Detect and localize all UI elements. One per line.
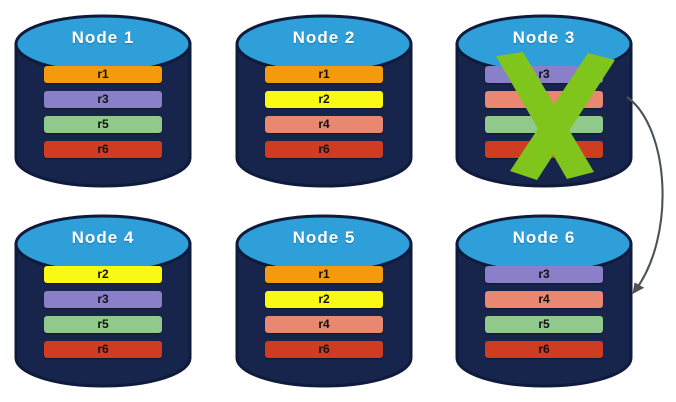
replica-row[interactable]: r1 — [265, 66, 383, 83]
replica-row[interactable]: r3 — [44, 91, 162, 108]
replica-list-5: r1 r2 r4 r6 — [265, 266, 383, 366]
replica-list-2: r1 r2 r4 r6 — [265, 66, 383, 166]
replica-row[interactable]: r3 — [44, 291, 162, 308]
replica-row[interactable]: r6 — [485, 141, 603, 158]
replica-row[interactable]: r2 — [265, 91, 383, 108]
replica-row[interactable]: r1 — [265, 266, 383, 283]
replica-row[interactable]: r1 — [44, 66, 162, 83]
node-cylinder-2[interactable]: Node 2 r1 r2 r4 r6 — [233, 8, 415, 194]
replica-row[interactable]: r6 — [265, 341, 383, 358]
replica-row[interactable]: r2 — [265, 291, 383, 308]
replica-list-6: r3 r4 r5 r6 — [485, 266, 603, 366]
replica-row[interactable]: r2 — [44, 266, 162, 283]
replica-row[interactable]: r6 — [44, 141, 162, 158]
replica-row[interactable]: r5 — [44, 116, 162, 133]
node-cylinder-4[interactable]: Node 4 r2 r3 r5 r6 — [12, 208, 194, 394]
replica-row[interactable]: r5 — [485, 116, 603, 133]
replica-row[interactable]: r5 — [485, 316, 603, 333]
node-cylinder-6[interactable]: Node 6 r3 r4 r5 r6 — [453, 208, 635, 394]
replica-row[interactable]: r5 — [44, 316, 162, 333]
replica-row[interactable]: r4 — [485, 291, 603, 308]
replica-row[interactable]: r3 — [485, 266, 603, 283]
replica-row[interactable]: r3 — [485, 66, 603, 83]
replica-row[interactable]: r4 — [485, 91, 603, 108]
replica-row[interactable]: r6 — [485, 341, 603, 358]
replica-list-4: r2 r3 r5 r6 — [44, 266, 162, 366]
replica-list-3: r3 r4 r5 r6 — [485, 66, 603, 166]
replica-list-1: r1 r3 r5 r6 — [44, 66, 162, 166]
replica-row[interactable]: r6 — [265, 141, 383, 158]
node-cylinder-3[interactable]: Node 3 r3 r4 r5 r6 — [453, 8, 635, 194]
replica-row[interactable]: r6 — [44, 341, 162, 358]
node-cylinder-5[interactable]: Node 5 r1 r2 r4 r6 — [233, 208, 415, 394]
node-cylinder-1[interactable]: Node 1 r1 r3 r5 r6 — [12, 8, 194, 194]
replica-row[interactable]: r4 — [265, 116, 383, 133]
replica-row[interactable]: r4 — [265, 316, 383, 333]
